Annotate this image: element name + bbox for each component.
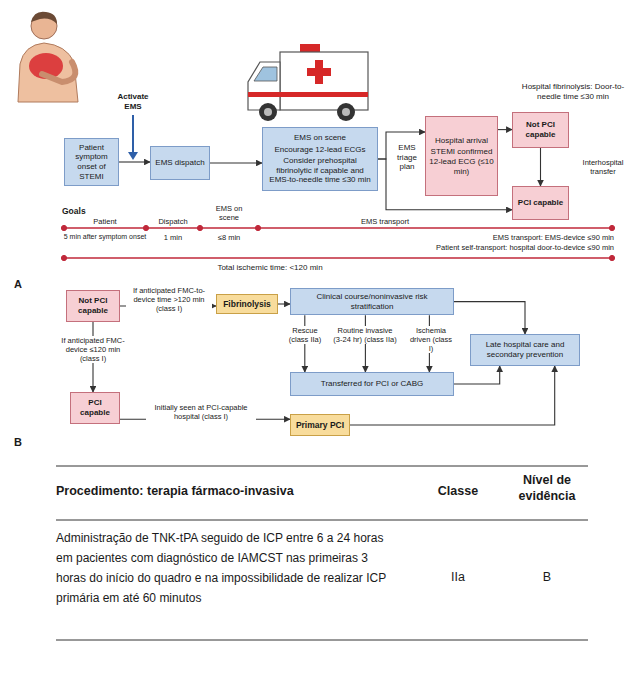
node-text: EMS on scene bbox=[294, 133, 346, 143]
timeline bbox=[61, 225, 614, 260]
timeline-label: Dispatch bbox=[150, 217, 196, 226]
timeline-goal: EMS transport: EMS-device ≤90 min bbox=[380, 233, 614, 242]
edge-label: Routine invasive (3-24 hr) (class IIa) bbox=[332, 326, 398, 344]
timeline-goal: ≤8 min bbox=[206, 233, 252, 242]
panel-letter: B bbox=[14, 436, 30, 449]
edge-label: Rescue (class IIa) bbox=[283, 326, 327, 344]
node-text: Clinical course/noninvasive risk stratif… bbox=[294, 292, 450, 311]
edge-label: If anticipated FMC-to-device time >120 m… bbox=[126, 286, 212, 313]
therapy-box: Fibrinolysis bbox=[216, 294, 278, 314]
node-text: EMS dispatch bbox=[155, 158, 204, 168]
table-header: Classe bbox=[416, 484, 500, 499]
timeline-goal: Patient self-transport: hospital door-to… bbox=[380, 243, 614, 252]
node-text: STEMI confirmed 12-lead ECG (≤10 min) bbox=[429, 147, 494, 176]
hospital-box: PCI capable bbox=[512, 186, 569, 220]
node-text: Not PCI capable bbox=[70, 296, 116, 315]
annotation-text: Hospital fibrinolysis: Door-to-needle ti… bbox=[510, 82, 636, 101]
flow-arrow bbox=[119, 161, 150, 162]
flow-arrow bbox=[210, 162, 262, 163]
edge-label: Interhospital transfer bbox=[573, 158, 633, 176]
node-text: Consider prehospital fibrinolytic if cap… bbox=[266, 156, 374, 185]
process-box: Late hospital care and secondary prevent… bbox=[470, 334, 580, 366]
flow-arrow bbox=[540, 148, 541, 186]
node-text: Fibrinolysis bbox=[223, 299, 271, 309]
timeline-goal: Total ischemic time: <120 min bbox=[180, 263, 360, 273]
node-text: Primary PCI bbox=[296, 420, 344, 430]
edge-label: Ischemia driven (class I) bbox=[408, 326, 454, 353]
node-text: Late hospital care and secondary prevent… bbox=[474, 340, 576, 359]
hospital-box: Not PCI capable bbox=[512, 112, 569, 148]
timeline-goal: 5 min after symptom onset bbox=[62, 233, 148, 241]
patient-figure bbox=[18, 12, 78, 102]
table-cell: IIa bbox=[416, 570, 500, 585]
annotation-text: EMS triage plan bbox=[390, 143, 424, 172]
node-text: Transferred for PCI or CABG bbox=[321, 379, 423, 389]
flow-arrow bbox=[498, 129, 512, 130]
node-text: Hospital arrival bbox=[435, 136, 488, 146]
node-text: PCI capable bbox=[518, 198, 563, 208]
timeline-label: EMS on scene bbox=[208, 204, 250, 222]
timeline-goal: 1 min bbox=[150, 233, 196, 242]
node-text: PCI capable bbox=[74, 398, 116, 417]
process-box: EMS on sceneEncourage 12-lead ECGsConsid… bbox=[262, 127, 378, 191]
edge-label: If anticipated FMC-device ≤120 min (clas… bbox=[60, 336, 126, 363]
therapy-box: Primary PCI bbox=[290, 414, 350, 436]
process-box: EMS dispatch bbox=[150, 146, 210, 180]
timeline-label: EMS transport bbox=[340, 217, 430, 226]
activate-arrow bbox=[128, 115, 138, 160]
hospital-box: Hospital arrivalSTEMI confirmed 12-lead … bbox=[425, 116, 498, 196]
process-box: Clinical course/noninvasive risk stratif… bbox=[290, 288, 454, 315]
table-header: Nível de evidência bbox=[505, 472, 589, 504]
table-cell: Administração de TNK-tPA seguido de ICP … bbox=[56, 528, 396, 608]
process-box: Transferred for PCI or CABG bbox=[290, 372, 454, 396]
flow-arrow bbox=[454, 302, 525, 334]
table-header: Procedimento: terapia fármaco-invasiva bbox=[56, 484, 406, 499]
node-text: Encourage 12-lead ECGs bbox=[274, 145, 365, 155]
flow-arrow bbox=[454, 366, 500, 384]
process-box: Patient symptom onset of STEMI bbox=[64, 138, 119, 186]
hospital-box: Not PCI capable bbox=[66, 290, 120, 322]
table-cell: B bbox=[505, 570, 589, 585]
node-text: Patient symptom onset of STEMI bbox=[68, 143, 115, 181]
panel-letter: A bbox=[14, 278, 30, 291]
flow-arrow bbox=[278, 303, 290, 304]
annotation-text: Activate EMS bbox=[112, 92, 154, 111]
ambulance-figure bbox=[248, 44, 368, 121]
table-rules bbox=[56, 466, 588, 640]
node-text: Not PCI capable bbox=[516, 120, 565, 139]
timeline-label: Patient bbox=[70, 217, 140, 226]
section-heading: Goals bbox=[62, 206, 102, 216]
edge-label: Initially seen at PCI-capable hospital (… bbox=[146, 403, 256, 421]
hospital-box: PCI capable bbox=[70, 392, 120, 424]
